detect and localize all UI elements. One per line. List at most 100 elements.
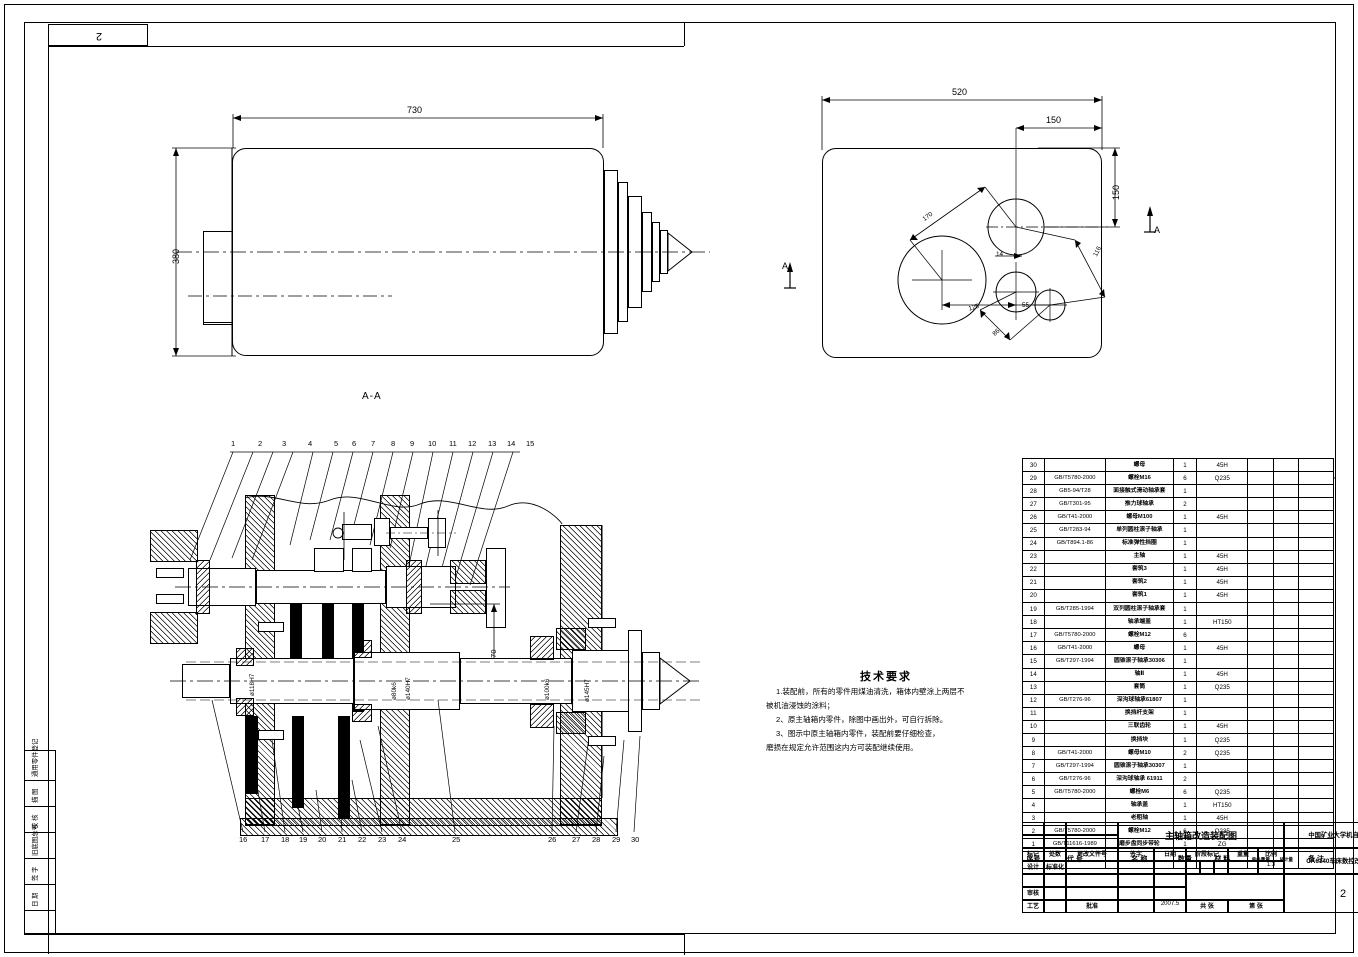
parts-cell-no: 14 bbox=[1022, 667, 1045, 682]
parts-cell-mat: HT150 bbox=[1196, 615, 1249, 630]
parts-cell-mat bbox=[1196, 523, 1249, 538]
parts-cell-qty: 2 bbox=[1172, 746, 1198, 761]
parts-cell-no: 5 bbox=[1022, 785, 1045, 800]
parts-cell-name: 面接触式滑动轴承套 bbox=[1105, 484, 1174, 499]
parts-cell-total-weight bbox=[1273, 732, 1300, 748]
parts-cell-remark bbox=[1298, 510, 1334, 525]
parts-cell-total-weight bbox=[1273, 602, 1300, 617]
parts-cell-remark bbox=[1298, 654, 1334, 669]
parts-cell-no: 24 bbox=[1022, 536, 1045, 551]
balloon-bot-24: 24 bbox=[398, 835, 407, 844]
parts-cell-remark bbox=[1298, 484, 1334, 499]
parts-cell-qty: 1 bbox=[1172, 536, 1198, 551]
balloon-bot-23: 23 bbox=[378, 835, 387, 844]
lm-line-5 bbox=[24, 884, 56, 885]
tb-label-stage: 阶段标记 bbox=[1186, 848, 1228, 861]
parts-cell-unit-weight bbox=[1247, 457, 1275, 473]
parts-cell-name: 三联齿轮 bbox=[1105, 719, 1174, 734]
parts-cell-unit-weight bbox=[1247, 562, 1275, 577]
front-right-plate-3 bbox=[628, 196, 642, 308]
spindle-gear-2 bbox=[292, 716, 304, 808]
lm-label-5: 日 期 bbox=[32, 892, 39, 907]
upper-bearing-left bbox=[196, 560, 210, 614]
lm-label-3: 旧底图总号 bbox=[32, 824, 39, 856]
parts-cell-mat bbox=[1196, 628, 1249, 643]
bolt-bot-right bbox=[588, 736, 616, 746]
parts-cell-unit-weight bbox=[1247, 484, 1275, 499]
parts-cell-remark bbox=[1298, 732, 1334, 748]
balloon-top-12: 12 bbox=[468, 439, 477, 448]
parts-cell-qty: 1 bbox=[1172, 732, 1198, 748]
upper-gear-hub bbox=[314, 548, 344, 572]
bottom-tick-divider bbox=[684, 934, 685, 955]
parts-cell-code: GB/T5780-2000 bbox=[1043, 785, 1107, 800]
side-dim-150-h: 150 bbox=[1046, 115, 1062, 125]
parts-cell-total-weight bbox=[1273, 706, 1300, 721]
parts-cell-remark bbox=[1298, 615, 1334, 630]
parts-cell-mat: Q235 bbox=[1196, 746, 1249, 761]
parts-cell-code bbox=[1043, 549, 1107, 564]
parts-cell-qty: 1 bbox=[1172, 562, 1198, 577]
parts-cell-code: GB/T276-96 bbox=[1043, 693, 1107, 708]
upper-gear-hub-2 bbox=[352, 548, 372, 572]
spindle-bearing-bl bbox=[236, 698, 254, 716]
parts-cell-remark bbox=[1298, 746, 1334, 761]
parts-cell-qty: 1 bbox=[1172, 523, 1198, 538]
parts-cell-name: 套筑1 bbox=[1105, 588, 1174, 604]
tb-approve-sign bbox=[1118, 900, 1154, 913]
balloon-top-9: 9 bbox=[410, 439, 415, 448]
parts-cell-code bbox=[1043, 615, 1107, 630]
parts-cell-mat: 45H bbox=[1196, 510, 1249, 525]
parts-cell-unit-weight bbox=[1247, 706, 1275, 721]
tb-pad-c bbox=[1066, 822, 1118, 835]
upper-cover-tl bbox=[150, 530, 198, 562]
parts-cell-unit-weight bbox=[1247, 641, 1275, 656]
parts-cell-remark bbox=[1298, 536, 1334, 551]
parts-cell-no: 18 bbox=[1022, 615, 1045, 630]
balloon-top-6: 6 bbox=[352, 439, 357, 448]
parts-cell-qty: 1 bbox=[1172, 484, 1198, 499]
parts-cell-total-weight bbox=[1273, 523, 1300, 538]
parts-cell-no: 17 bbox=[1022, 628, 1045, 643]
parts-cell-code: GB/T5780-2000 bbox=[1043, 471, 1107, 486]
tb-check-sign bbox=[1044, 887, 1066, 900]
parts-cell-name: 圆锥滚子轴承30306 bbox=[1105, 654, 1174, 669]
parts-cell-qty: 1 bbox=[1172, 615, 1198, 630]
parts-cell-qty: 1 bbox=[1172, 549, 1198, 564]
parts-cell-mat: 45H bbox=[1196, 457, 1249, 473]
parts-cell-code: GB/T285-1994 bbox=[1043, 602, 1107, 617]
parts-cell-no: 15 bbox=[1022, 654, 1045, 669]
front-right-plate-5 bbox=[652, 222, 660, 282]
parts-cell-no: 23 bbox=[1022, 549, 1045, 564]
parts-cell-name: 螺母 bbox=[1105, 641, 1174, 656]
spindle-left-tip bbox=[182, 664, 230, 698]
parts-cell-total-weight bbox=[1273, 654, 1300, 669]
tb-design-sign bbox=[1044, 874, 1066, 887]
balloon-bot-21: 21 bbox=[338, 835, 347, 844]
parts-cell-unit-weight bbox=[1247, 510, 1275, 525]
balloon-bot-16: 16 bbox=[239, 835, 248, 844]
upper-cover-br bbox=[450, 590, 486, 614]
parts-header-row: 序号代 号名 称数量材 料单件重量总计量备 注 bbox=[1022, 850, 1334, 869]
parts-cell-code bbox=[1043, 706, 1107, 721]
parts-cell-qty: 6 bbox=[1172, 785, 1198, 800]
front-right-plate-2 bbox=[618, 182, 628, 322]
parts-cell-qty: 1 bbox=[1172, 575, 1198, 590]
parts-cell-unit-weight bbox=[1247, 772, 1275, 787]
parts-cell-remark bbox=[1298, 588, 1334, 604]
parts-cell-mat: Q235 bbox=[1196, 680, 1249, 695]
tb-label-approve: 批准 bbox=[1066, 900, 1118, 913]
parts-cell-qty: 2 bbox=[1172, 772, 1198, 787]
tb-sign-cell bbox=[1118, 861, 1154, 874]
parts-cell-unit-weight bbox=[1247, 628, 1275, 643]
